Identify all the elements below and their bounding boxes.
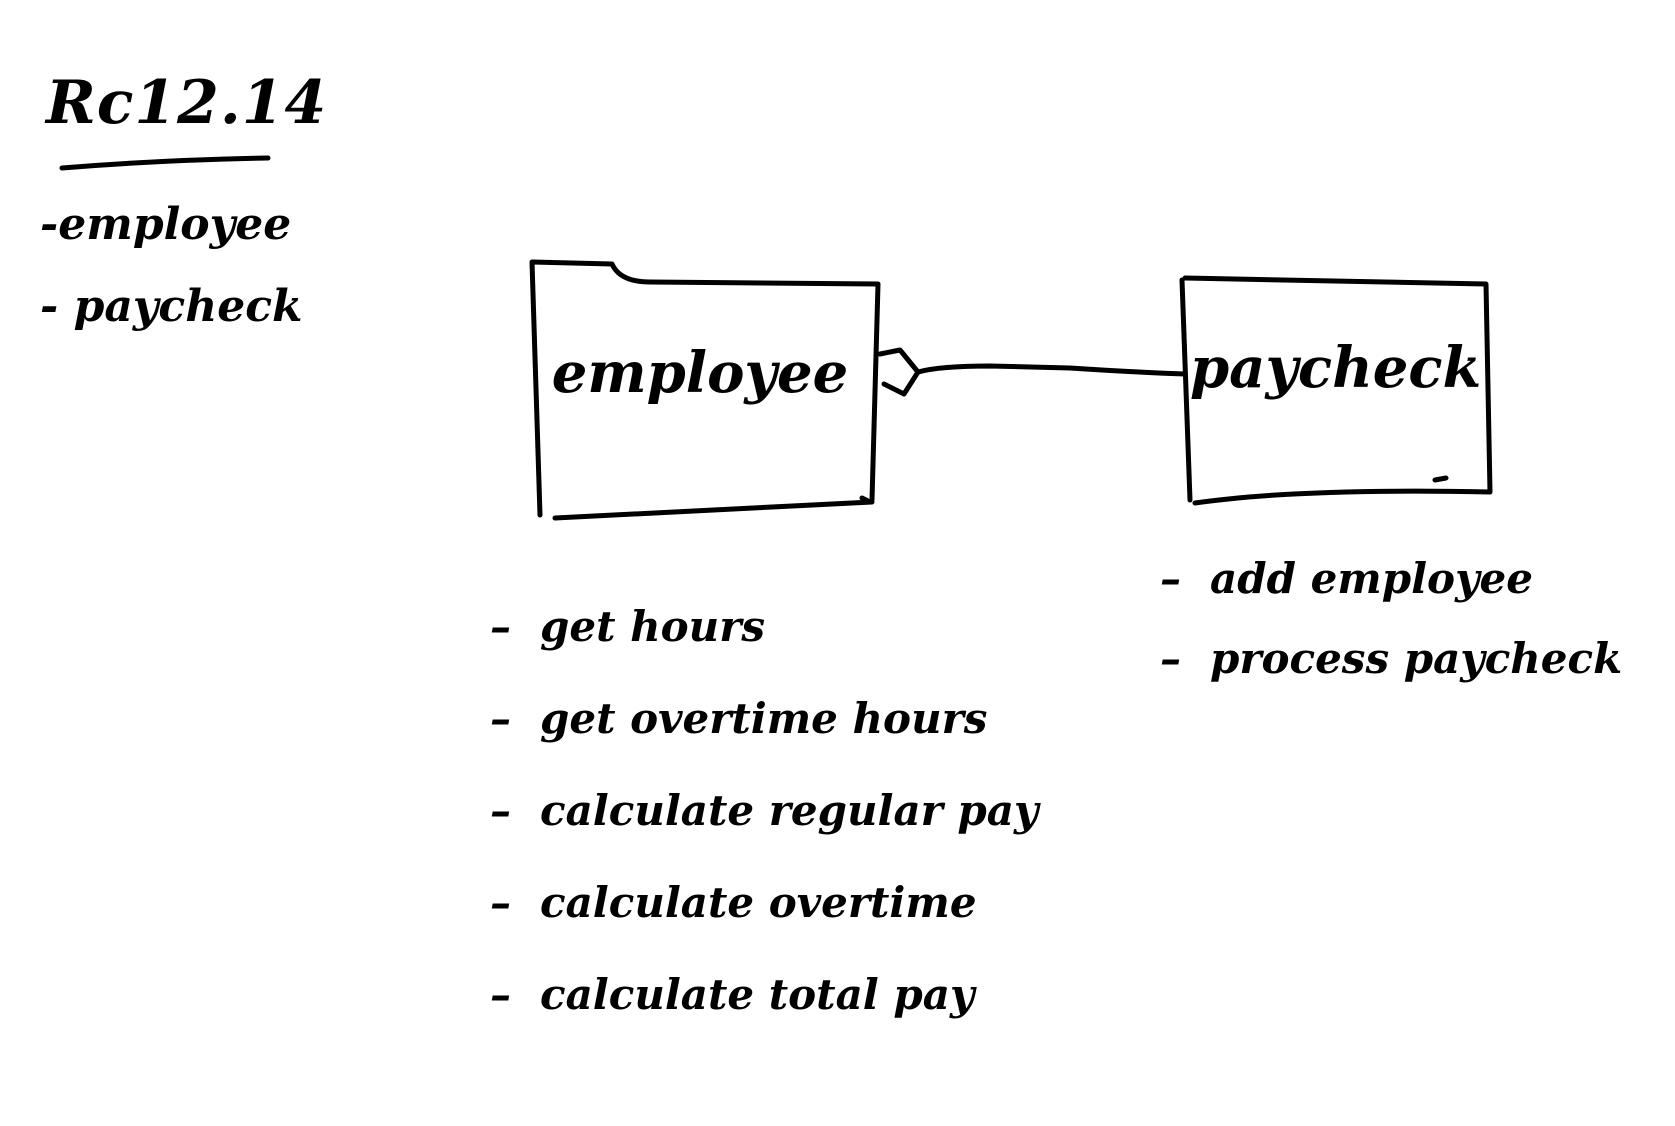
class-list: -employee - paycheck xyxy=(40,195,302,359)
paycheck-class-label: paycheck xyxy=(1190,335,1482,401)
bullet-dash: – xyxy=(1160,633,1181,683)
employee-class-label: employee xyxy=(551,340,849,406)
method-label: calculate total pay xyxy=(540,969,975,1019)
bullet-dash: – xyxy=(490,877,511,927)
method-item: – calculate regular pay xyxy=(490,764,1038,856)
bullet-dash: – xyxy=(490,969,511,1019)
bullet-dash: – xyxy=(490,693,511,743)
method-item: – calculate total pay xyxy=(490,948,1038,1040)
method-item: – add employee xyxy=(1160,538,1622,618)
aggregation-diamond xyxy=(877,347,921,397)
method-label: process paycheck xyxy=(1210,633,1623,683)
class-list-item: -employee xyxy=(40,199,292,250)
method-label: calculate overtime xyxy=(540,877,977,927)
method-label: calculate regular pay xyxy=(540,785,1039,835)
bullet-dash: – xyxy=(1160,553,1181,603)
employee-method-list: – get hours – get overtime hours – calcu… xyxy=(490,580,1038,1040)
employee-class-box xyxy=(529,259,881,521)
paycheck-class-box xyxy=(1179,275,1493,506)
method-label: get hours xyxy=(540,601,765,651)
method-item: – get overtime hours xyxy=(490,672,1038,764)
relationship-line xyxy=(915,363,1188,377)
bullet-dash: – xyxy=(490,785,511,835)
method-label: get overtime hours xyxy=(540,693,988,743)
page-title: Rc12.14 xyxy=(46,68,328,138)
method-item: – calculate overtime xyxy=(490,856,1038,948)
class-list-item: - paycheck xyxy=(40,281,303,332)
method-item: – process paycheck xyxy=(1160,618,1622,698)
paycheck-method-list: – add employee – process paycheck xyxy=(1160,538,1622,698)
title-underline xyxy=(59,155,271,171)
method-label: add employee xyxy=(1210,553,1533,603)
method-item: – get hours xyxy=(490,580,1038,672)
bullet-dash: – xyxy=(490,601,511,651)
